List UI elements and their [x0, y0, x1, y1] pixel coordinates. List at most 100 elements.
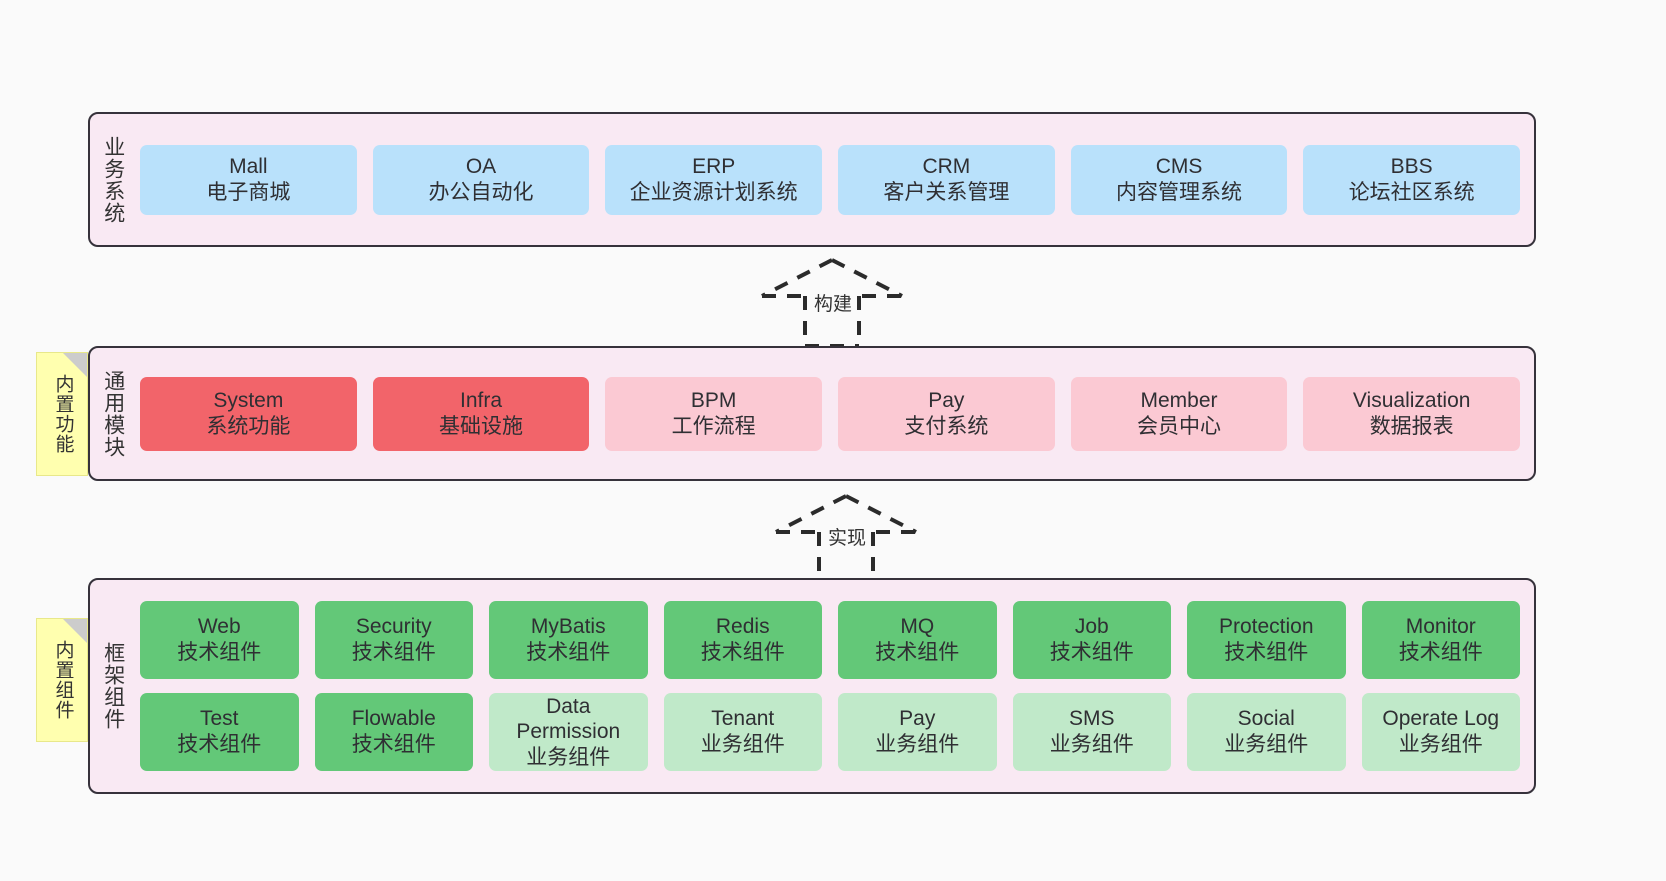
module-subtitle: 业务组件 [1049, 733, 1134, 756]
module-subtitle: 系统功能 [206, 414, 291, 438]
module-box-cms[interactable]: CMS 内容管理系统 [1070, 144, 1288, 215]
module-box-test[interactable]: Test 技术组件 [140, 693, 299, 771]
box-row: Mall 电子商城 OA 办公自动化 ERP 企业资源计划系统 CRM 客户关系… [140, 144, 1521, 215]
module-subtitle: 技术组件 [526, 641, 611, 664]
module-subtitle: 技术组件 [1049, 641, 1134, 664]
module-box-protection[interactable]: Protection 技术组件 [1187, 601, 1346, 679]
module-subtitle: 论坛社区系统 [1348, 180, 1475, 204]
module-name: Redis [715, 615, 770, 639]
module-box-oa[interactable]: OA 办公自动化 [372, 144, 590, 215]
module-name: Monitor [1405, 615, 1476, 639]
module-box-bbs[interactable]: BBS 论坛社区系统 [1303, 144, 1521, 215]
module-box-bpm[interactable]: BPM 工作流程 [605, 376, 823, 451]
module-name: Protection [1218, 615, 1314, 639]
module-box-member[interactable]: Member 会员中心 [1070, 376, 1288, 451]
module-box-mq[interactable]: MQ 技术组件 [838, 601, 997, 679]
module-box-monitor[interactable]: Monitor 技术组件 [1361, 601, 1520, 679]
module-subtitle: 数据报表 [1369, 414, 1454, 438]
module-subtitle: 业务组件 [526, 745, 611, 769]
module-subtitle: 技术组件 [875, 641, 960, 664]
module-name: BBS [1390, 154, 1433, 178]
layer-business-system[interactable]: 业务系统 Mall 电子商城 OA 办公自动化 ERP 企业资源计划系统 CRM… [88, 112, 1536, 247]
module-subtitle: 企业资源计划系统 [629, 180, 798, 204]
module-subtitle: 业务组件 [1398, 733, 1483, 756]
sticky-note-builtin-features[interactable]: 内置功能 [36, 352, 88, 476]
connector-label-build: 构建 [812, 289, 855, 316]
module-name: Mall [229, 154, 268, 178]
module-subtitle: 业务组件 [1224, 733, 1309, 756]
layer-body-common: System 系统功能 Infra 基础设施 BPM 工作流程 Pay 支付系统… [136, 348, 1534, 479]
module-box-redis[interactable]: Redis 技术组件 [663, 601, 822, 679]
module-name: MQ [900, 615, 935, 639]
module-name: Data Permission [516, 694, 621, 744]
module-name: CMS [1155, 154, 1203, 178]
module-subtitle: 工作流程 [671, 414, 756, 438]
module-box-pay-component[interactable]: Pay 业务组件 [838, 693, 997, 771]
module-box-mybatis[interactable]: MyBatis 技术组件 [489, 601, 648, 679]
module-name: Visualization [1352, 388, 1471, 412]
module-name: Security [355, 615, 432, 639]
module-name: OA [465, 154, 497, 178]
module-name: Pay [928, 388, 965, 412]
module-box-visualization[interactable]: Visualization 数据报表 [1303, 376, 1521, 451]
module-name: Tenant [711, 707, 775, 731]
sticky-fold-icon [63, 619, 87, 643]
box-row: System 系统功能 Infra 基础设施 BPM 工作流程 Pay 支付系统… [140, 376, 1521, 451]
module-name: Pay [899, 707, 936, 731]
module-subtitle: 办公自动化 [428, 180, 534, 204]
module-box-crm[interactable]: CRM 客户关系管理 [838, 144, 1055, 215]
module-name: CRM [922, 154, 971, 178]
module-name: Social [1237, 707, 1295, 731]
module-subtitle: 客户关系管理 [883, 180, 1010, 204]
module-box-operate-log[interactable]: Operate Log 业务组件 [1361, 693, 1520, 771]
sticky-note-builtin-components[interactable]: 内置组件 [36, 618, 88, 742]
module-subtitle: 技术组件 [351, 733, 436, 756]
module-subtitle: 会员中心 [1137, 414, 1222, 438]
module-subtitle: 基础设施 [439, 414, 523, 438]
module-subtitle: 电子商城 [206, 180, 291, 204]
module-box-infra[interactable]: Infra 基础设施 [372, 376, 590, 451]
module-name: Infra [459, 388, 503, 412]
module-name: ERP [692, 154, 736, 178]
sticky-note-label: 内置功能 [52, 374, 74, 454]
module-name: MyBatis [530, 615, 606, 639]
module-name: Flowable [351, 707, 436, 731]
module-box-pay[interactable]: Pay 支付系统 [838, 376, 1055, 451]
module-subtitle: 技术组件 [1398, 641, 1483, 664]
module-box-web[interactable]: Web 技术组件 [140, 601, 299, 679]
module-subtitle: 技术组件 [700, 641, 785, 664]
module-subtitle: 业务组件 [700, 733, 785, 756]
layer-framework-component[interactable]: 框架组件 Web 技术组件 Security 技术组件 MyBatis 技术组件… [88, 578, 1536, 794]
module-name: BPM [690, 388, 737, 412]
module-box-erp[interactable]: ERP 企业资源计划系统 [605, 144, 823, 215]
box-row: Web 技术组件 Security 技术组件 MyBatis 技术组件 Redi… [140, 601, 1520, 679]
module-subtitle: 支付系统 [904, 414, 989, 438]
sticky-note-label: 内置组件 [52, 640, 74, 720]
module-subtitle: 技术组件 [177, 641, 262, 664]
layer-body-framework: Web 技术组件 Security 技术组件 MyBatis 技术组件 Redi… [136, 580, 1534, 792]
module-name: Operate Log [1382, 707, 1500, 731]
box-row: Test 技术组件 Flowable 技术组件 Data Permission … [140, 693, 1520, 771]
module-box-social[interactable]: Social 业务组件 [1187, 693, 1346, 771]
module-name: Web [197, 615, 241, 639]
module-name: SMS [1068, 707, 1115, 731]
module-box-mall[interactable]: Mall 电子商城 [140, 144, 357, 215]
module-box-flowable[interactable]: Flowable 技术组件 [314, 693, 473, 771]
module-box-tenant[interactable]: Tenant 业务组件 [663, 693, 822, 771]
module-box-job[interactable]: Job 技术组件 [1012, 601, 1171, 679]
module-subtitle: 内容管理系统 [1116, 180, 1243, 204]
module-box-system[interactable]: System 系统功能 [140, 376, 357, 451]
layer-body-business: Mall 电子商城 OA 办公自动化 ERP 企业资源计划系统 CRM 客户关系… [136, 114, 1534, 245]
module-box-security[interactable]: Security 技术组件 [314, 601, 473, 679]
module-subtitle: 业务组件 [875, 733, 960, 756]
module-box-data-permission[interactable]: Data Permission 业务组件 [489, 693, 648, 771]
connector-label-implement: 实现 [826, 523, 869, 550]
module-box-sms[interactable]: SMS 业务组件 [1012, 693, 1171, 771]
module-name: System [213, 388, 284, 412]
layer-title-common: 通用模块 [101, 369, 125, 458]
layer-common-module[interactable]: 通用模块 System 系统功能 Infra 基础设施 BPM 工作流程 Pay… [88, 346, 1536, 481]
layer-title-business: 业务系统 [101, 135, 125, 224]
module-name: Job [1074, 615, 1109, 639]
sticky-fold-icon [63, 353, 87, 377]
